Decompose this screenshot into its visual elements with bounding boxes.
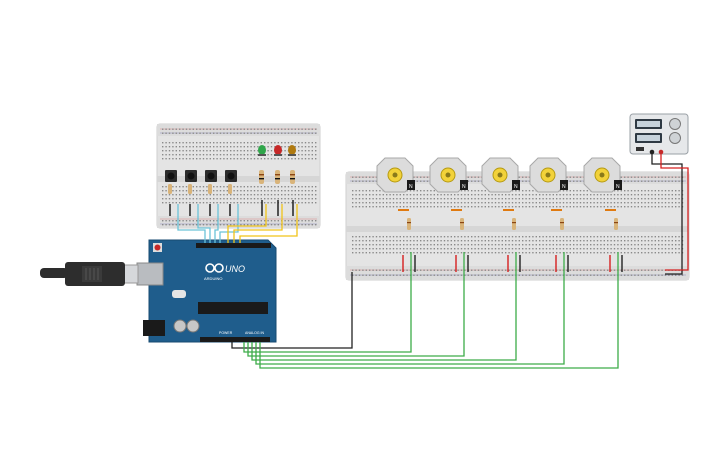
svg-text:N: N <box>409 184 413 190</box>
transistor[interactable]: N <box>614 180 622 190</box>
wire-button-2 <box>197 204 211 243</box>
transistor[interactable]: N <box>512 180 520 190</box>
resistor[interactable] <box>407 218 411 230</box>
resistor[interactable] <box>275 170 280 184</box>
resistor[interactable] <box>188 184 192 194</box>
svg-text:N: N <box>562 184 566 190</box>
resistor[interactable] <box>259 170 264 184</box>
resistor[interactable] <box>168 184 172 194</box>
wire-button-4 <box>219 204 239 243</box>
wire-motor-2 <box>247 252 465 357</box>
transistor[interactable]: N <box>407 180 415 190</box>
led-green[interactable] <box>258 145 266 156</box>
resistor[interactable] <box>290 170 295 184</box>
dc-motor[interactable] <box>376 157 414 193</box>
power-supply[interactable] <box>629 113 689 155</box>
resistor[interactable] <box>228 184 232 194</box>
wire-led-1 <box>227 204 267 243</box>
svg-text:N: N <box>616 184 620 190</box>
led-red[interactable] <box>274 145 282 156</box>
svg-text:N: N <box>514 184 518 190</box>
power-header-label: POWER <box>219 331 233 335</box>
push-buttons <box>165 170 237 182</box>
usb-cable[interactable] <box>40 262 125 286</box>
leds <box>258 145 296 156</box>
dc-motor[interactable] <box>481 157 519 193</box>
psu-negative-terminal <box>649 149 655 155</box>
small-breadboard-jumpers <box>169 200 294 216</box>
led-yellow[interactable] <box>288 145 296 156</box>
reset-button <box>154 244 161 251</box>
resistor[interactable] <box>512 218 516 230</box>
push-button-2[interactable] <box>185 170 197 182</box>
wire-motor-1 <box>243 252 412 353</box>
transistor[interactable]: N <box>460 180 468 190</box>
small-breadboard-resistors <box>168 170 295 194</box>
wire-motor-5 <box>259 252 619 369</box>
wire-led-3 <box>239 204 298 243</box>
small-breadboard-holes <box>162 128 317 226</box>
transistor[interactable]: N <box>560 180 568 190</box>
resistor[interactable] <box>614 218 618 230</box>
push-button-4[interactable] <box>225 170 237 182</box>
arduino-uno-board[interactable]: UNO ARDUINO POWER ANALOG IN <box>40 239 277 343</box>
wire-psu-positive <box>660 154 689 271</box>
wire-button-1 <box>177 204 206 243</box>
wire-button-3 <box>214 204 219 243</box>
svg-text:N: N <box>462 184 466 190</box>
dc-motor[interactable] <box>529 157 567 193</box>
board-name: UNO <box>225 264 245 274</box>
wires <box>177 154 689 349</box>
push-button-1[interactable] <box>165 170 177 182</box>
wire-ground <box>231 272 353 349</box>
wire-psu-negative <box>651 154 683 275</box>
analog-header-label: ANALOG IN <box>245 331 265 335</box>
brand-label: ARDUINO <box>204 276 222 281</box>
motor-drive-wires <box>243 252 619 369</box>
push-button-3[interactable] <box>205 170 217 182</box>
resistor[interactable] <box>560 218 564 230</box>
resistor[interactable] <box>208 184 212 194</box>
wire-motor-3 <box>251 252 517 361</box>
psu-positive-terminal <box>658 149 664 155</box>
wire-led-2 <box>233 204 283 243</box>
arduino-logo <box>205 263 224 273</box>
resistor[interactable] <box>460 218 464 230</box>
wire-motor-4 <box>255 252 565 365</box>
